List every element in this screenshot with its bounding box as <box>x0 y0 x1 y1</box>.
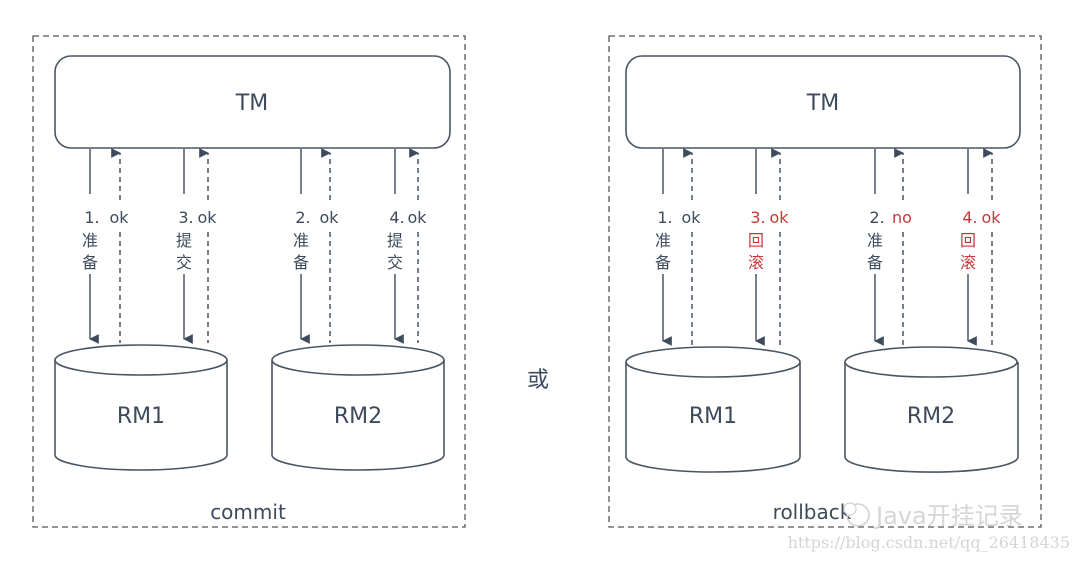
step-action: 滚 <box>960 253 976 272</box>
step-action: 备 <box>293 253 309 272</box>
step-reply: ok <box>197 208 217 227</box>
panel-border <box>608 35 1042 528</box>
tm-box <box>54 55 451 149</box>
rm1-label: RM1 <box>689 404 737 429</box>
panel-caption: commit <box>210 500 286 524</box>
step-action: 滚 <box>748 253 764 272</box>
step-action: 提 <box>387 231 403 250</box>
step-reply: ok <box>681 208 701 227</box>
rm1-cylinder: RM1 <box>54 344 228 471</box>
step-number: 4. <box>962 208 977 227</box>
step-action: 准 <box>655 231 671 250</box>
tm-box <box>625 55 1021 149</box>
watermark-url: https://blog.csdn.net/qq_26418435 <box>788 533 1070 552</box>
rm1-cylinder: RM1 <box>625 346 801 473</box>
rm2-label: RM2 <box>334 404 382 429</box>
panel-border <box>32 35 466 528</box>
step-number: 3. <box>178 208 193 227</box>
step-action: 准 <box>293 231 309 250</box>
step-action: 备 <box>867 253 883 272</box>
tm-label: TM <box>806 91 839 116</box>
step-action: 准 <box>867 231 883 250</box>
tm-label: TM <box>235 91 268 116</box>
wechat-icon-bubble <box>843 502 857 516</box>
step-number: 1. <box>657 208 672 227</box>
step-reply: ok <box>109 208 129 227</box>
step-action: 备 <box>655 253 671 272</box>
step-action: 提 <box>176 231 192 250</box>
rm2-label: RM2 <box>907 404 955 429</box>
step-action: 回 <box>748 231 764 250</box>
step-reply: ok <box>407 208 427 227</box>
step-reply: ok <box>769 208 789 227</box>
step-action: 交 <box>387 253 403 272</box>
step-action: 备 <box>82 253 98 272</box>
step-reply: ok <box>981 208 1001 227</box>
step-action: 交 <box>176 253 192 272</box>
step-number: 3. <box>750 208 765 227</box>
rm1-label: RM1 <box>117 404 165 429</box>
separator-or: 或 <box>527 368 549 393</box>
step-reply: ok <box>319 208 339 227</box>
rm2-cylinder: RM2 <box>844 346 1019 473</box>
watermark: Java开挂记录 https://blog.csdn.net/qq_264184… <box>788 502 1070 552</box>
step-action: 准 <box>82 231 98 250</box>
step-number: 1. <box>84 208 99 227</box>
step-number: 2. <box>295 208 310 227</box>
panel-caption: rollback <box>773 500 852 524</box>
step-number: 2. <box>869 208 884 227</box>
step-action: 回 <box>960 231 976 250</box>
rm2-cylinder: RM2 <box>271 344 445 471</box>
watermark-brand: Java开挂记录 <box>874 502 1023 530</box>
step-number: 4. <box>389 208 404 227</box>
step-reply: no <box>892 208 912 227</box>
wechat-icon <box>846 503 870 527</box>
